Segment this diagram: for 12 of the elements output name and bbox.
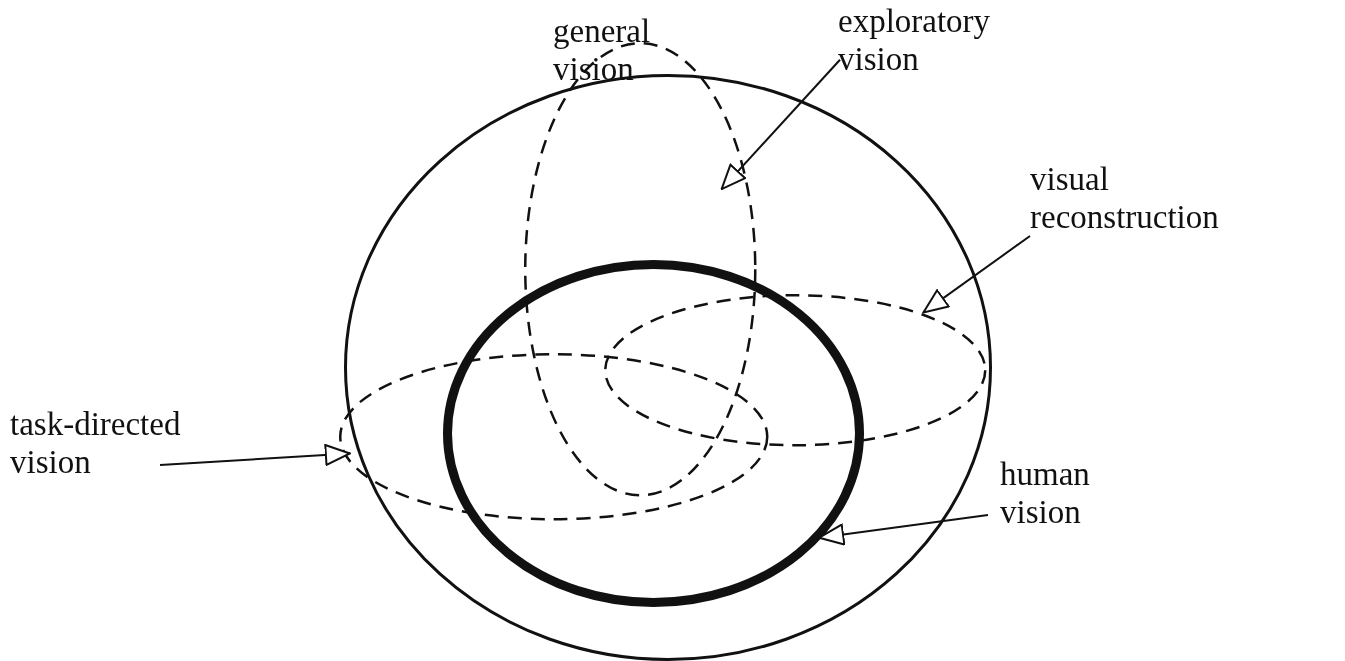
leader-arrow [818, 514, 989, 546]
callout-label: exploratory vision [838, 2, 1008, 78]
callout-label: visual reconstruction [1030, 160, 1260, 236]
dashed-ellipse-outline [337, 351, 770, 522]
leader-arrow [720, 58, 841, 191]
callout-label: task-directed vision [10, 405, 210, 481]
leader-arrow [159, 443, 351, 467]
leader-arrow [922, 235, 1031, 314]
dashed-ellipse-outline [602, 292, 988, 448]
region-label: general vision [553, 12, 652, 88]
callout-label: human vision [1000, 455, 1150, 531]
thick-ellipse-outline [441, 258, 865, 608]
